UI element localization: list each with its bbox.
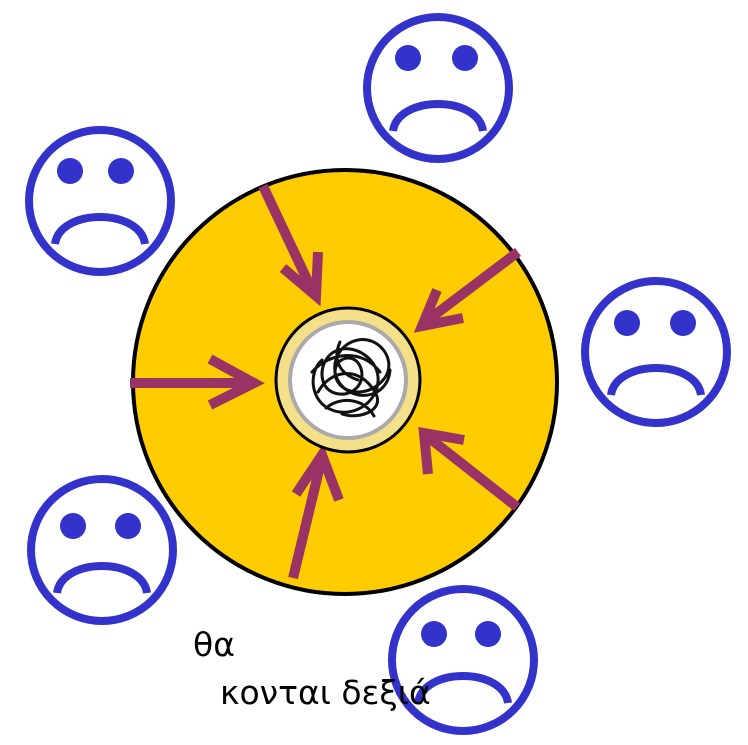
caption-line-2: κονται δεξιά xyxy=(220,676,431,709)
tangled-scribble-icon xyxy=(276,308,420,452)
sad-face-top-left xyxy=(29,130,171,272)
caption-line-1: θα xyxy=(193,628,235,661)
sad-face-right xyxy=(585,281,727,423)
sad-face-top-right xyxy=(367,17,509,159)
sad-face-bottom-left xyxy=(31,479,173,621)
